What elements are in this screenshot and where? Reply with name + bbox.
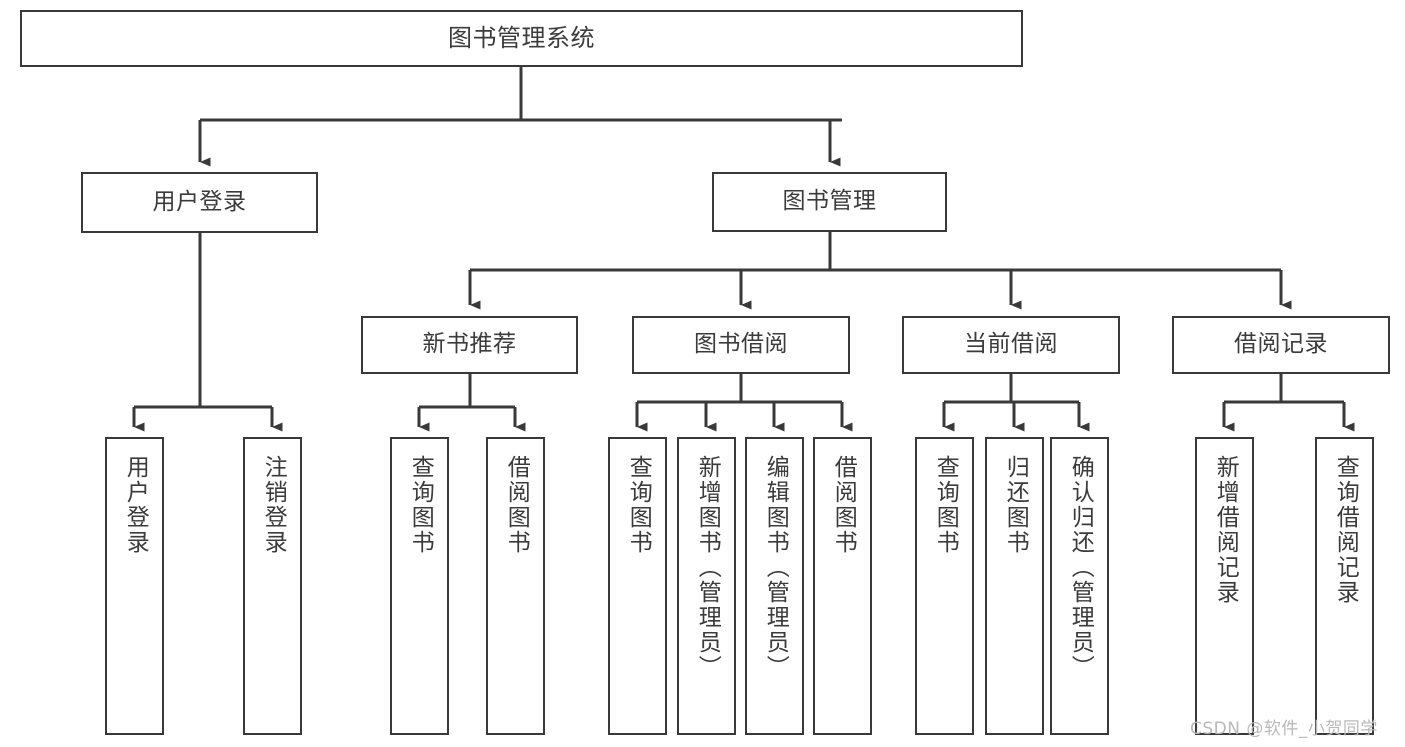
node-label: 新增图书（管理员）: [694, 455, 721, 680]
node-book-borrow[interactable]: 图书借阅: [632, 316, 850, 374]
csdn-watermark: CSDN @软件_小贺同学: [1190, 719, 1378, 739]
node-label: 借阅记录: [1234, 331, 1328, 358]
node-leaf-borrow-book-1[interactable]: 借阅图书: [486, 437, 545, 735]
node-label: 查询图书: [932, 455, 959, 555]
node-label: 新增借阅记录: [1212, 455, 1239, 605]
node-label: 注销登录: [260, 455, 287, 555]
node-leaf-add-record[interactable]: 新增借阅记录: [1195, 437, 1254, 735]
node-label: 图书借阅: [694, 331, 788, 358]
node-label: 归还图书: [1002, 455, 1029, 555]
node-label: 借阅图书: [830, 455, 857, 555]
node-leaf-user-login[interactable]: 用户登录: [105, 437, 164, 735]
node-label: 查询图书: [625, 455, 652, 555]
node-leaf-add-book[interactable]: 新增图书（管理员）: [677, 437, 736, 735]
node-leaf-query-record[interactable]: 查询借阅记录: [1315, 437, 1374, 735]
node-borrow-record[interactable]: 借阅记录: [1172, 316, 1390, 374]
node-book-management[interactable]: 图书管理: [712, 172, 947, 232]
node-leaf-confirm-return[interactable]: 确认归还（管理员）: [1050, 437, 1109, 735]
node-user-login[interactable]: 用户登录: [81, 172, 318, 233]
node-label: 查询图书: [407, 455, 434, 555]
node-leaf-query-book-1[interactable]: 查询图书: [390, 437, 449, 735]
node-current-borrow[interactable]: 当前借阅: [902, 316, 1120, 374]
node-leaf-query-book-3[interactable]: 查询图书: [915, 437, 974, 735]
node-leaf-query-book-2[interactable]: 查询图书: [608, 437, 667, 735]
node-leaf-return-book[interactable]: 归还图书: [985, 437, 1044, 735]
node-leaf-logout[interactable]: 注销登录: [243, 437, 302, 735]
node-label: 图书管理系统: [448, 24, 595, 53]
node-new-book-recommend[interactable]: 新书推荐: [361, 316, 578, 374]
node-label: 编辑图书（管理员）: [762, 455, 789, 680]
node-label: 确认归还（管理员）: [1067, 455, 1094, 680]
node-leaf-edit-book[interactable]: 编辑图书（管理员）: [745, 437, 804, 735]
node-label: 借阅图书: [503, 455, 530, 555]
node-label: 新书推荐: [422, 331, 517, 358]
node-label: 用户登录: [122, 455, 149, 555]
node-label: 用户登录: [152, 188, 247, 215]
node-label: 图书管理: [782, 188, 877, 215]
node-label: 查询借阅记录: [1332, 455, 1359, 605]
node-label: 当前借阅: [964, 331, 1058, 358]
node-leaf-borrow-book-2[interactable]: 借阅图书: [813, 437, 872, 735]
node-root-system[interactable]: 图书管理系统: [20, 10, 1023, 67]
